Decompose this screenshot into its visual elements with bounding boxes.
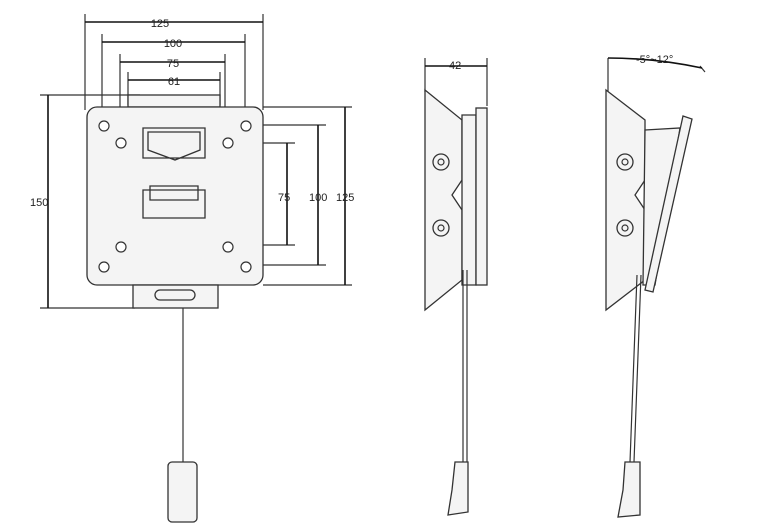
- side-view: 42: [424, 58, 488, 516]
- dim-125-right: 125: [336, 192, 354, 204]
- bolt-upper: [432, 153, 450, 171]
- front-view: 125 100 75 61 150 75 100 125: [30, 14, 354, 523]
- tilt-view: -5°~12°: [605, 54, 706, 518]
- release-cord-tilt: [629, 274, 642, 463]
- dim-75-right: 75: [278, 192, 290, 204]
- dim-150-height: 150: [30, 197, 48, 209]
- dim-tilt-angle: -5°~12°: [636, 54, 673, 66]
- screen-plate-tilt: [644, 115, 693, 293]
- pull-handle-tilt[interactable]: [617, 461, 641, 518]
- wall-plate-side: [424, 88, 463, 312]
- lower-latch: [142, 185, 206, 219]
- dim-100-top: 100: [164, 38, 182, 50]
- bracket-tilt: [642, 127, 681, 286]
- release-cord-side: [462, 270, 468, 462]
- pull-handle-side[interactable]: [447, 461, 469, 516]
- dim-125-top: 125: [151, 18, 169, 30]
- pull-handle[interactable]: [167, 461, 198, 523]
- bracket-side: [461, 114, 477, 286]
- dim-61-top: 61: [168, 76, 180, 88]
- top-bracket: [127, 94, 221, 108]
- release-slot: [154, 289, 196, 301]
- dim-42-depth: 42: [449, 60, 461, 72]
- dim-100-right: 100: [309, 192, 327, 204]
- upper-latch: [142, 127, 206, 161]
- bolt-upper-tilt: [616, 153, 634, 171]
- dimension-lines: [40, 14, 352, 309]
- bolt-lower-tilt: [616, 219, 634, 237]
- dim-75-top: 75: [167, 58, 179, 70]
- bolt-lower: [432, 219, 450, 237]
- screen-plate-side: [475, 107, 488, 286]
- wall-plate-tilt: [605, 88, 646, 312]
- mounting-holes: [98, 120, 252, 273]
